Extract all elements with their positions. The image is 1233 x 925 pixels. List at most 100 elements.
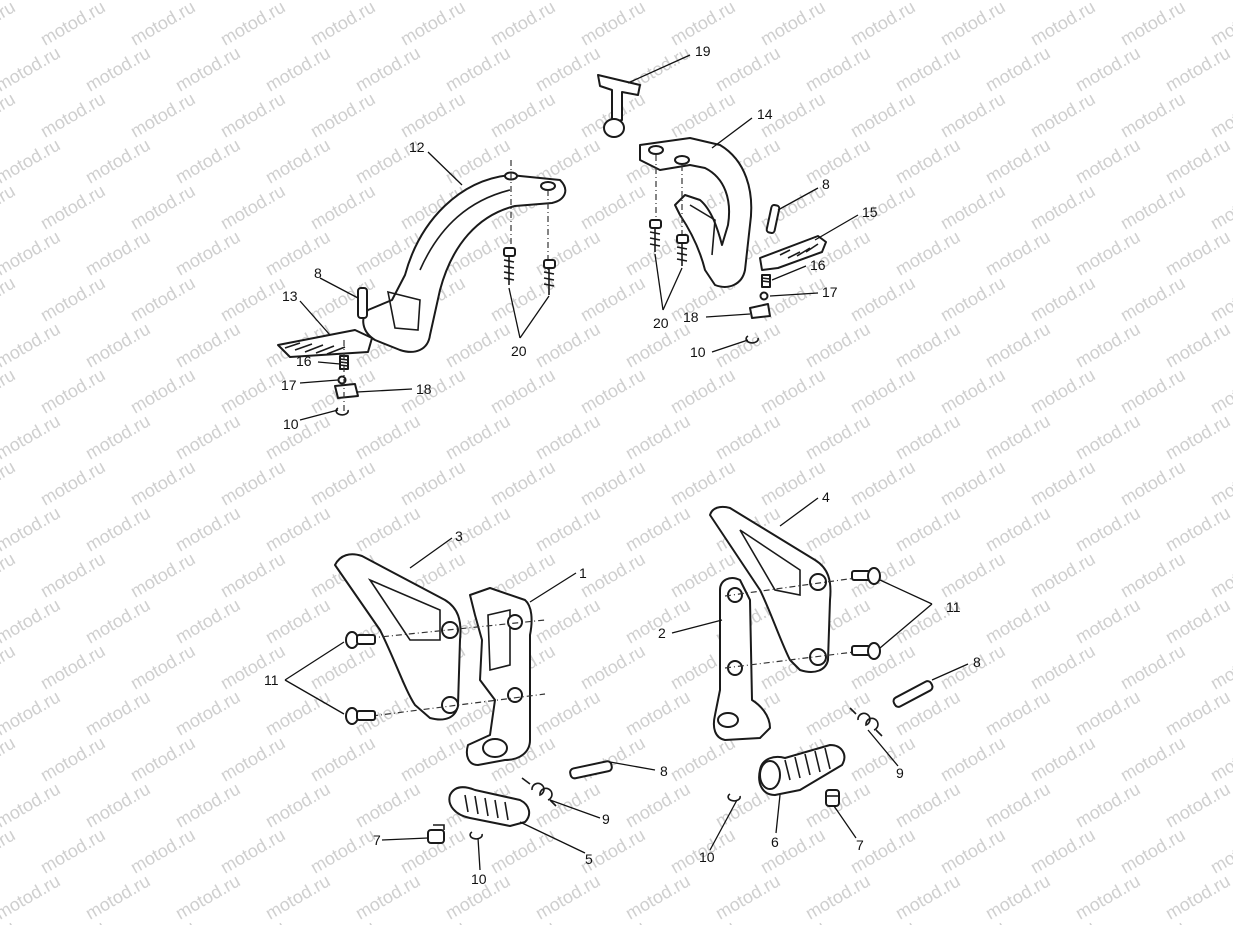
watermark-text: motod.ru — [1072, 319, 1144, 372]
callout-12: 12 — [409, 139, 425, 155]
bolt-20-a — [503, 247, 516, 285]
watermark-text: motod.ru — [847, 273, 919, 326]
watermark-text: motod.ru — [172, 227, 244, 280]
watermark-text: motod.ru — [217, 549, 289, 602]
watermark-text: motod.ru — [757, 0, 829, 49]
watermark-text: motod.ru — [1207, 641, 1233, 694]
watermark-text: motod.ru — [217, 457, 289, 510]
watermark-text: motod.ru — [82, 871, 154, 924]
watermark-text: motod.ru — [1207, 89, 1233, 142]
watermark-text: motod.ru — [937, 917, 1009, 925]
watermark-text: motod.ru — [217, 733, 289, 786]
watermark-text: motod.ru — [1162, 135, 1233, 188]
watermark-text: motod.ru — [1027, 917, 1099, 925]
watermark-text: motod.ru — [1117, 457, 1189, 510]
watermark-text: motod.ru — [937, 0, 1009, 49]
watermark-text: motod.ru — [307, 181, 379, 234]
watermark-text: motod.ru — [217, 825, 289, 878]
bracket-19 — [597, 74, 641, 138]
watermark-text: motod.ru — [892, 503, 964, 556]
watermark-text: motod.ru — [712, 411, 784, 464]
watermark-text: motod.ru — [1027, 549, 1099, 602]
watermark-text: motod.ru — [1162, 411, 1233, 464]
watermark-text: motod.ru — [847, 0, 919, 49]
watermark-text: motod.ru — [352, 503, 424, 556]
watermark-text: motod.ru — [802, 871, 874, 924]
watermark-text: motod.ru — [352, 411, 424, 464]
footpeg-6 — [758, 744, 846, 796]
watermark-text: motod.ru — [0, 227, 64, 280]
watermark-text: motod.ru — [1072, 503, 1144, 556]
spring-16-right — [761, 274, 771, 288]
watermark-text: motod.ru — [757, 917, 829, 925]
footpeg-13 — [277, 329, 373, 358]
watermark-text: motod.ru — [37, 181, 109, 234]
watermark-text: motod.ru — [127, 273, 199, 326]
callout-6: 6 — [771, 834, 779, 850]
callout-18: 18 — [683, 309, 699, 325]
watermark-text: motod.ru — [1162, 227, 1233, 280]
watermark-text: motod.ru — [1117, 825, 1189, 878]
clip-10-lower-right — [727, 793, 741, 802]
watermark-text: motod.ru — [127, 733, 199, 786]
watermark-text: motod.ru — [1117, 273, 1189, 326]
watermark-text: motod.ru — [37, 641, 109, 694]
watermark-text: motod.ru — [82, 135, 154, 188]
watermark-text: motod.ru — [82, 503, 154, 556]
watermark-text: motod.ru — [892, 135, 964, 188]
watermark-text: motod.ru — [1072, 43, 1144, 96]
spring-9-left — [521, 777, 557, 807]
callout-8: 8 — [660, 763, 668, 779]
watermark-text: motod.ru — [0, 687, 64, 740]
watermark-text: motod.ru — [937, 457, 1009, 510]
watermark-text: motod.ru — [847, 457, 919, 510]
watermark-text: motod.ru — [397, 457, 469, 510]
clip-10-lower-left — [469, 831, 483, 840]
watermark-text: motod.ru — [487, 89, 559, 142]
pin-8-upper-right — [765, 204, 781, 234]
watermark-text: motod.ru — [82, 43, 154, 96]
watermark-text: motod.ru — [577, 733, 649, 786]
footpeg-5 — [448, 786, 531, 827]
watermark-text: motod.ru — [127, 549, 199, 602]
heel-guard-4 — [709, 505, 832, 673]
watermark-text: motod.ru — [307, 825, 379, 878]
watermark-text: motod.ru — [892, 411, 964, 464]
watermark-text: motod.ru — [712, 319, 784, 372]
watermark-text: motod.ru — [937, 273, 1009, 326]
watermark-text: motod.ru — [0, 181, 19, 234]
watermark-text: motod.ru — [307, 733, 379, 786]
watermark-text: motod.ru — [442, 43, 514, 96]
watermark-text: motod.ru — [127, 0, 199, 49]
callout-8: 8 — [314, 265, 322, 281]
watermark-text: motod.ru — [1207, 733, 1233, 786]
watermark-text: motod.ru — [0, 825, 19, 878]
watermark-text: motod.ru — [1027, 89, 1099, 142]
watermark-text: motod.ru — [217, 89, 289, 142]
callout-8: 8 — [973, 654, 981, 670]
bolt-11-d — [851, 642, 881, 660]
watermark-text: motod.ru — [892, 227, 964, 280]
watermark-text: motod.ru — [622, 687, 694, 740]
footpeg-15 — [759, 235, 827, 271]
watermark-text: motod.ru — [487, 825, 559, 878]
watermark-text: motod.ru — [352, 871, 424, 924]
watermark-text: motod.ru — [847, 917, 919, 925]
watermark-text: motod.ru — [37, 273, 109, 326]
leader-lines — [284, 54, 969, 871]
watermark-text: motod.ru — [172, 503, 244, 556]
watermark-text: motod.ru — [1072, 687, 1144, 740]
bolt-11-a — [345, 631, 376, 649]
watermark-text: motod.ru — [577, 365, 649, 418]
watermark-text: motod.ru — [487, 457, 559, 510]
watermark-text: motod.ru — [847, 365, 919, 418]
callout-17: 17 — [281, 377, 297, 393]
watermark-text: motod.ru — [37, 365, 109, 418]
watermark-text: motod.ru — [532, 503, 604, 556]
watermark-text: motod.ru — [757, 365, 829, 418]
watermark-text: motod.ru — [622, 779, 694, 832]
callout-19: 19 — [695, 43, 711, 59]
watermark-text: motod.ru — [0, 871, 64, 924]
